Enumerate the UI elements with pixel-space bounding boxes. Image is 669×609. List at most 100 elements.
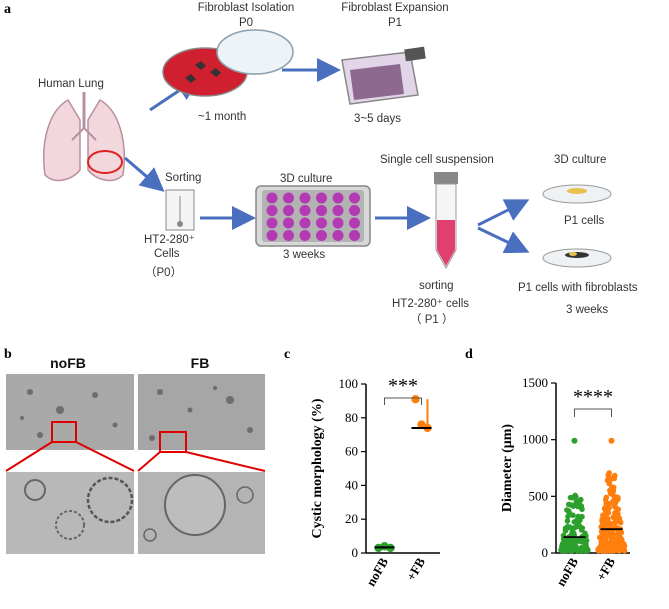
well-plate-icon: [255, 185, 371, 247]
d-point: [612, 504, 618, 510]
label-ht2-cells: HT2-280⁺ cells: [392, 298, 470, 310]
well: [266, 217, 278, 229]
panel-a-letter: a: [4, 2, 11, 17]
well: [299, 217, 311, 229]
well: [332, 192, 344, 204]
d-point: [578, 503, 585, 509]
zoom-box-fb: [159, 431, 187, 453]
label-p0-top: P0: [238, 17, 254, 29]
c-point: [411, 395, 420, 404]
c-ytick-label: 40: [345, 477, 358, 492]
d-point: [565, 501, 572, 508]
well: [332, 217, 344, 229]
d-point: [603, 509, 609, 515]
d-point: [599, 537, 605, 543]
d-point: [567, 543, 574, 549]
well: [299, 192, 311, 204]
c-ylabel: Cystic morphology (%): [310, 398, 325, 538]
d-sig-label: ****: [573, 386, 613, 408]
label-human-lung: Human Lung: [38, 78, 104, 90]
micrograph-nofb-overview: [6, 374, 134, 450]
well: [349, 192, 360, 204]
zoom-box-nofb: [51, 421, 77, 443]
d-point: [602, 513, 608, 520]
label-fibroblast-isolation: Fibroblast Isolation: [197, 2, 295, 14]
d-point: [609, 491, 616, 498]
well: [316, 217, 327, 229]
d-point: [619, 543, 626, 550]
d-point: [612, 540, 619, 547]
well: [283, 192, 294, 204]
d-point: [603, 547, 609, 553]
d-sig-bracket: [574, 408, 612, 417]
panel-c-letter: c: [284, 347, 291, 362]
label-single-cell: Single cell suspension: [380, 154, 494, 166]
d-point: [575, 513, 582, 520]
label-p1-fibroblasts: P1 cells with fibroblasts: [518, 282, 638, 294]
label-3d-culture: 3D culture: [280, 173, 333, 185]
d-xtick-label: noFB: [553, 555, 581, 589]
c-sig-bracket: [384, 397, 422, 405]
well: [266, 205, 278, 216]
d-point: [569, 529, 575, 536]
d-ytick-label: 500: [529, 488, 549, 503]
d-point-max: [571, 437, 578, 444]
title-fb: FB: [190, 355, 210, 371]
d-point: [583, 541, 589, 548]
d-series-noFB: [558, 437, 591, 554]
well: [349, 205, 360, 216]
label-p1-top: P1: [387, 17, 403, 29]
c-ytick-label: 100: [339, 376, 359, 391]
label-p1-bottom: （ P1 ）: [410, 314, 454, 326]
title-nofb: noFB: [50, 355, 86, 371]
label-ht2: HT2-280⁺: [144, 234, 195, 246]
c-ytick-label: 20: [345, 511, 358, 526]
panel-b-letter: b: [4, 347, 12, 362]
d-ylabel: Diameter (μm): [500, 424, 515, 512]
flask-icon: [341, 46, 426, 105]
label-one-month: ~1 month: [198, 111, 247, 123]
d-point: [562, 543, 569, 550]
c-ytick-label: 0: [352, 545, 359, 560]
d-point: [610, 514, 617, 521]
d-point: [602, 496, 609, 503]
d-point-max: [608, 437, 615, 444]
label-p0-bottom: （P0）: [145, 267, 183, 279]
c-sig-label: ***: [388, 375, 418, 397]
c-ytick-label: 60: [345, 444, 358, 459]
well: [283, 217, 294, 229]
d-point: [577, 547, 583, 553]
d-xtick-label: +FB: [593, 555, 618, 584]
d-point: [571, 519, 578, 525]
d-point: [606, 520, 613, 526]
culture-dish-fibroblast-icon: [542, 248, 612, 268]
d-point: [611, 525, 618, 531]
d-point: [573, 538, 579, 544]
d-series-+FB: [595, 437, 628, 554]
sorting-chip-icon: [165, 189, 195, 231]
d-point: [606, 505, 612, 511]
tube-icon: [434, 172, 458, 270]
d-point: [573, 499, 579, 505]
petri-dish-icon: [162, 29, 294, 97]
d-ytick-label: 1000: [522, 432, 548, 447]
d-point: [612, 510, 618, 516]
label-cells: Cells: [154, 248, 180, 260]
label-three-weeks-right: 3 weeks: [566, 304, 609, 316]
c-ytick-label: 80: [345, 410, 358, 425]
label-sorting-bottom: sorting: [419, 280, 454, 292]
d-ytick-label: 1500: [522, 375, 548, 390]
label-sorting: Sorting: [165, 172, 202, 184]
well: [349, 230, 360, 241]
d-point: [614, 494, 621, 501]
panel-d-letter: d: [465, 347, 473, 362]
well: [316, 230, 327, 241]
d-point: [564, 518, 571, 524]
well: [266, 230, 278, 241]
well: [316, 205, 327, 216]
d-point: [564, 523, 571, 530]
d-point: [606, 540, 612, 547]
